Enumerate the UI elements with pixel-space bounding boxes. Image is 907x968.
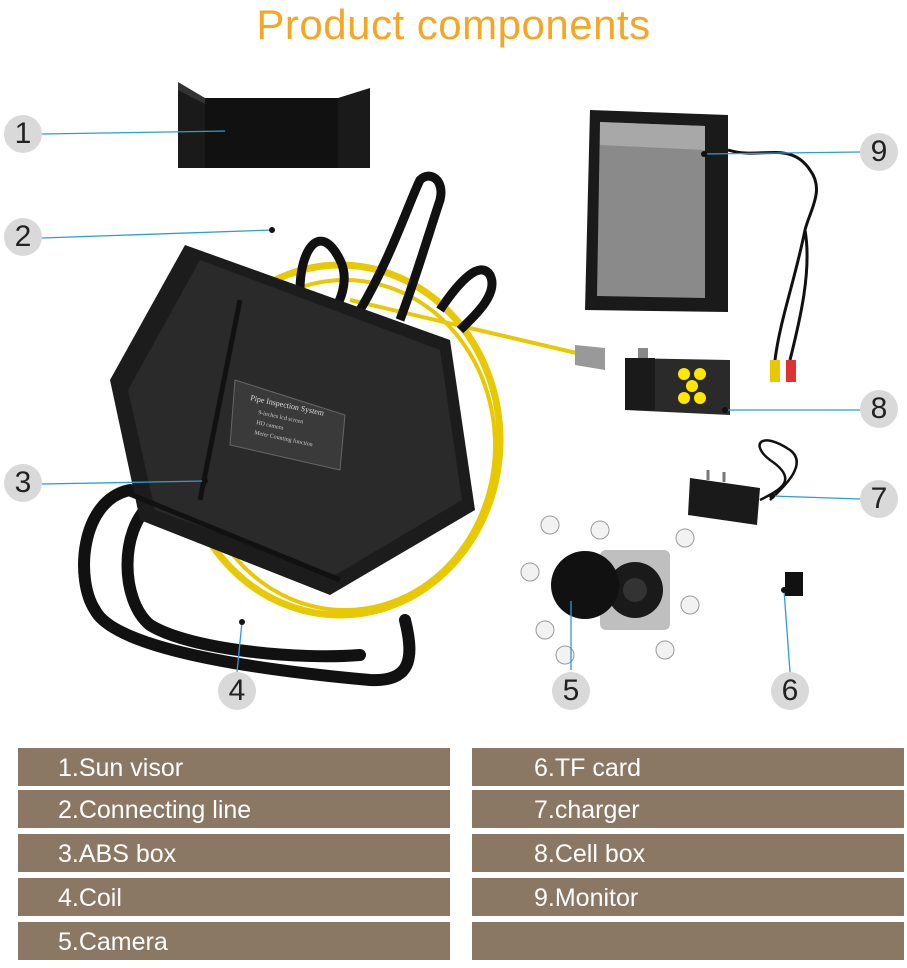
legend-item: 6.TF card — [472, 748, 904, 786]
camera-image — [520, 515, 700, 665]
camera-probe-tip — [575, 345, 605, 370]
legend-item: 3.ABS box — [18, 834, 450, 872]
callout-2: 2 — [4, 218, 42, 256]
case-label-line3: HD camera — [256, 420, 284, 432]
monitor-image — [585, 110, 818, 382]
callout-6: 6 — [771, 672, 809, 710]
sun-visor-image — [178, 82, 370, 168]
callout-9: 9 — [860, 133, 898, 171]
charger-image — [688, 439, 798, 525]
abs-box-image: Pipe Inspection System 9-inches lcd scre… — [110, 245, 475, 595]
callout-4: 4 — [218, 672, 256, 710]
callout-8: 8 — [860, 390, 898, 428]
callout-7: 7 — [860, 480, 898, 518]
callout-3: 3 — [4, 464, 42, 502]
component-legend: 1.Sun visor 2.Connecting line 3.ABS box … — [0, 740, 907, 968]
product-drawing: Pipe Inspection System 9-inches lcd scre… — [41, 82, 861, 687]
legend-item: 9.Monitor — [472, 878, 904, 916]
legend-item: 4.Coil — [18, 878, 450, 916]
legend-item: 8.Cell box — [472, 834, 904, 872]
page-title: Product components — [256, 1, 651, 48]
callout-lines — [41, 130, 861, 673]
legend-item: 1.Sun visor — [18, 748, 450, 786]
callout-5: 5 — [552, 672, 590, 710]
legend-item: 7.charger — [472, 790, 904, 828]
legend-item: 2.Connecting line — [18, 790, 450, 828]
cell-box-image — [625, 348, 730, 415]
legend-item: 5.Camera — [18, 922, 450, 960]
product-illustration: Pipe Inspection System 9-inches lcd scre… — [0, 60, 907, 725]
callout-1: 1 — [4, 115, 42, 153]
tf-card-image — [785, 572, 803, 596]
legend-item-empty — [472, 922, 904, 960]
coil-stand-image — [78, 484, 416, 687]
